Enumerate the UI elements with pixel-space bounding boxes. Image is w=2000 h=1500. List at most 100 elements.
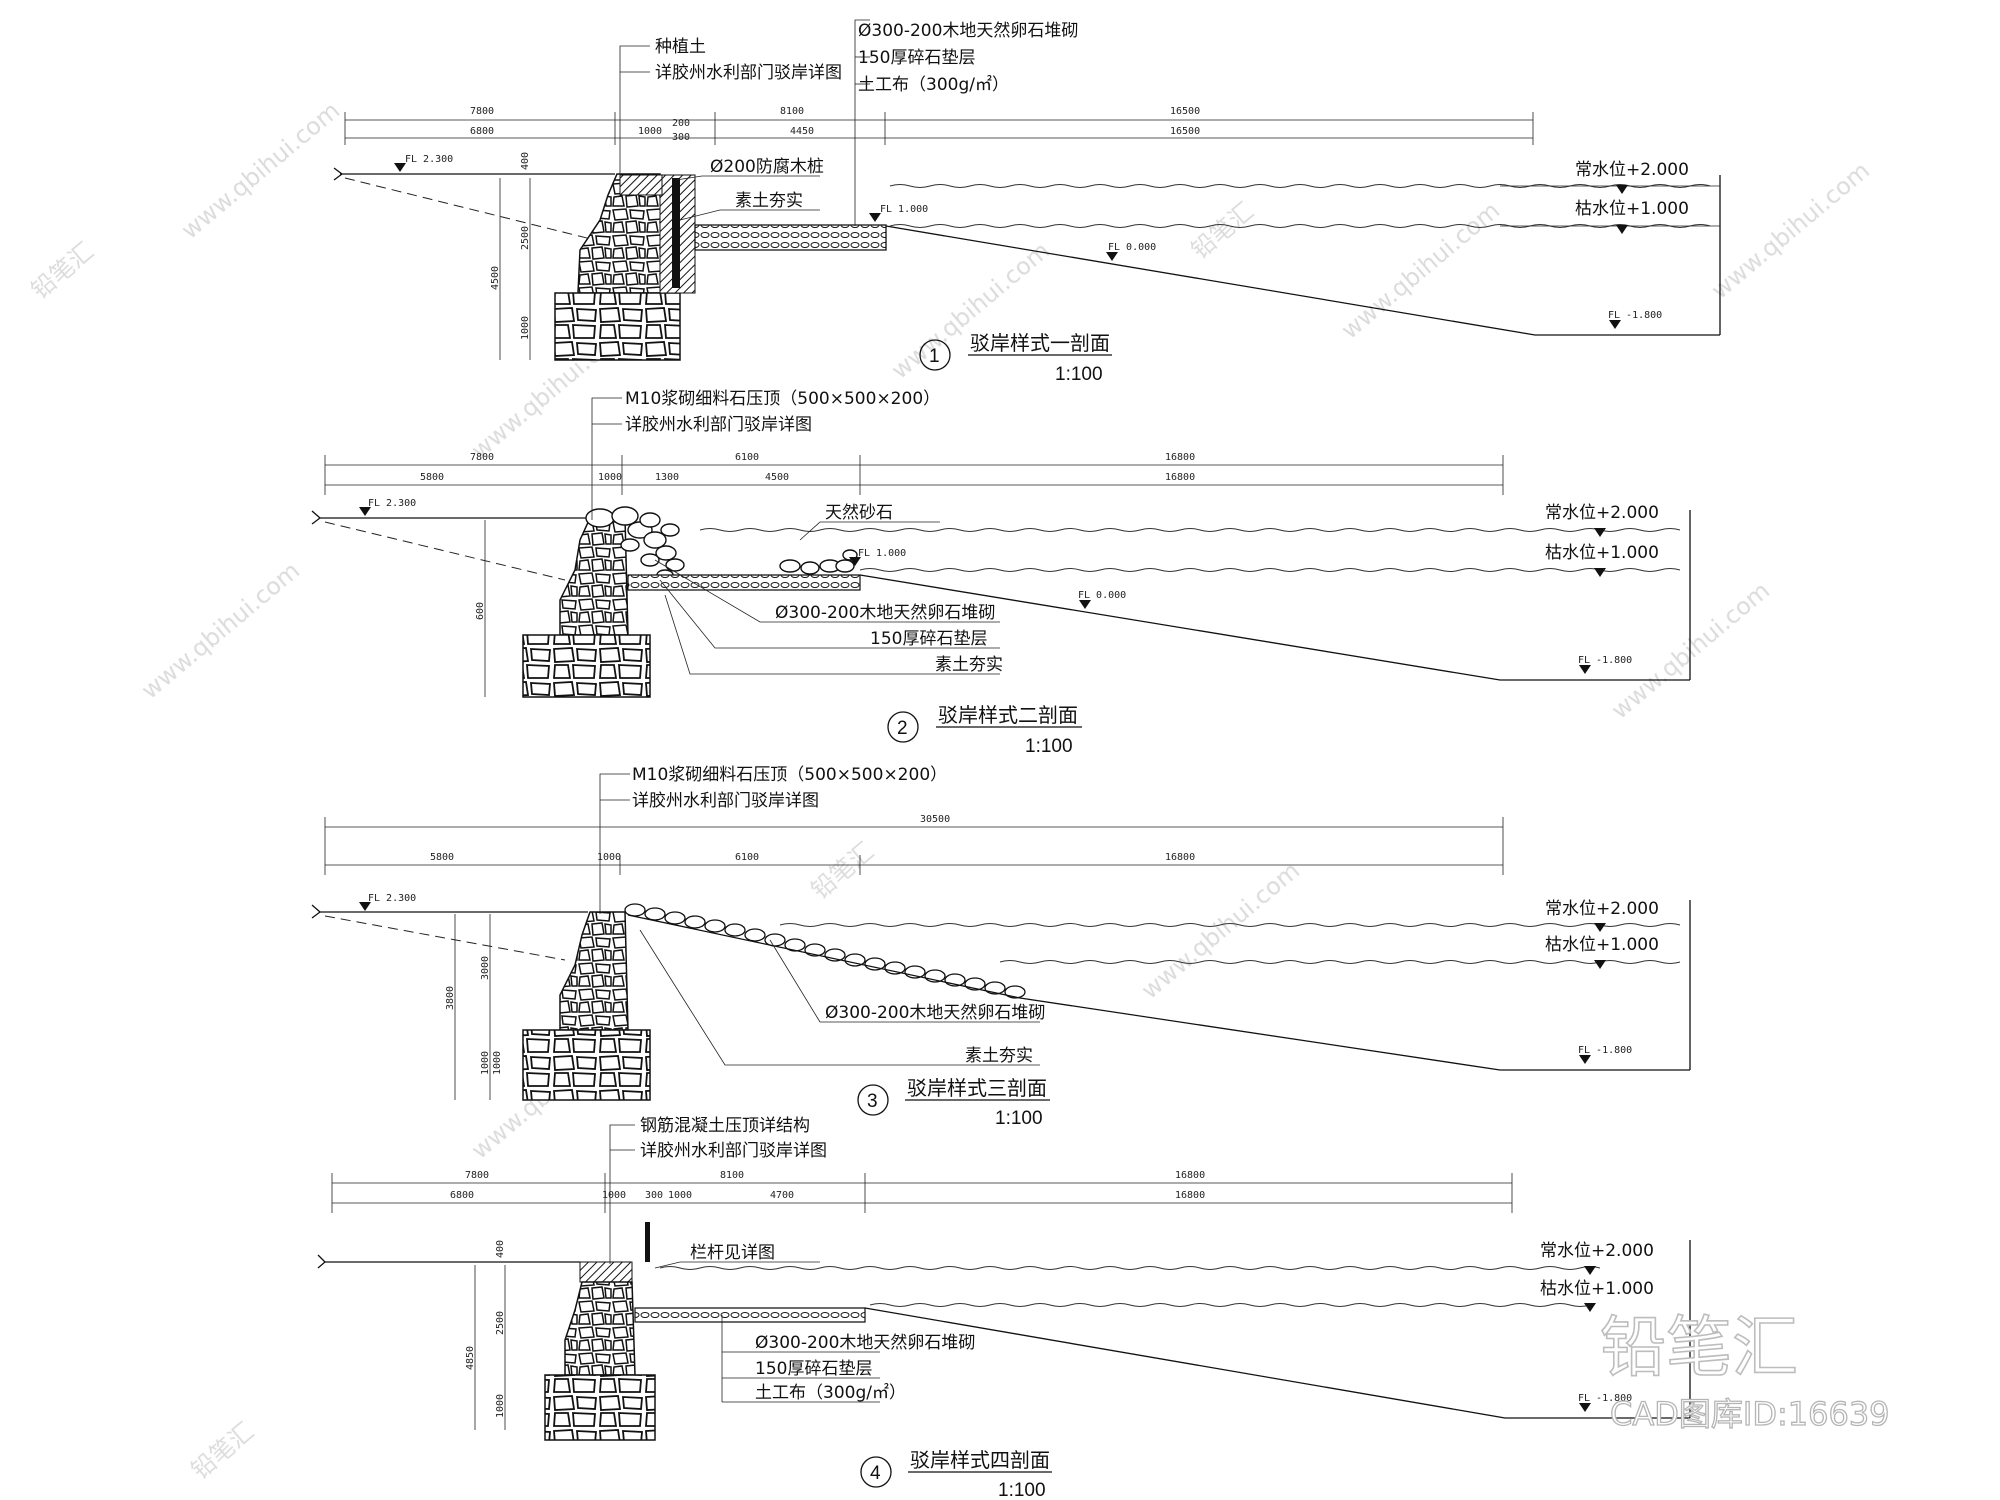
water-level-normal: 常水位+2.000 — [1540, 1241, 1654, 1261]
leader-text: Ø300-200木地天然卵石堆砌 — [775, 603, 995, 623]
leader-text: 钢筋混凝土压顶详结构 — [640, 1116, 810, 1136]
watermark-url: www.qbihui.com — [176, 96, 345, 244]
dim-text: 6800 — [470, 126, 494, 137]
elevation-label: FL 0.000 — [1078, 590, 1126, 601]
section-number: 3 — [867, 1091, 878, 1112]
elevation-label: FL 2.300 — [368, 498, 416, 509]
elevation-label: FL 2.300 — [405, 154, 453, 165]
leader-text: 详胶州水利部门驳岸详图 — [625, 415, 812, 435]
leader-text: 素土夯实 — [965, 1046, 1033, 1066]
brand-watermark: 铅笔汇 CAD图库ID:16639 — [1599, 1308, 1890, 1433]
leader-text: 种植土 — [655, 37, 706, 57]
dim-text: 8100 — [780, 106, 804, 117]
dim-text: 4500 — [490, 266, 501, 290]
dim-text: 1300 — [655, 472, 679, 483]
leader-text: 详胶州水利部门驳岸详图 — [632, 791, 819, 811]
dim-text: 300 — [645, 1190, 663, 1201]
dim-text: 1000 — [602, 1190, 626, 1201]
section-title: 驳岸样式二剖面 — [938, 703, 1078, 727]
water-level-low: 枯水位+1.000 — [1575, 199, 1689, 219]
watermark-url: www.qbihui.com — [136, 556, 305, 704]
water-level-normal: 常水位+2.000 — [1545, 503, 1659, 523]
section-scale: 1:100 — [1055, 364, 1103, 385]
dim-text: 16800 — [1165, 852, 1195, 863]
dim-text: 7800 — [465, 1170, 489, 1181]
section-2: 7800 6100 16800 5800 1000 1300 4500 1680… — [311, 389, 1691, 757]
leader-text: M10浆砌细料石压顶（500×500×200） — [632, 765, 947, 785]
section-title: 驳岸样式四剖面 — [910, 1448, 1050, 1472]
elevation-label: FL -1.800 — [1578, 1045, 1632, 1056]
elevation-label: FL 1.000 — [858, 548, 906, 559]
dim-text: 3000 — [480, 956, 491, 980]
section-4: 7800 8100 16800 6800 1000 300 1000 4700 … — [317, 1116, 1691, 1500]
watermark-layer: 铅笔汇 www.qbihui.com www.qbihui.com www.qb… — [26, 96, 1875, 1484]
water-level-low: 枯水位+1.000 — [1540, 1279, 1654, 1299]
leader-text: M10浆砌细料石压顶（500×500×200） — [625, 389, 940, 409]
watermark-url: www.qbihui.com — [1706, 156, 1875, 304]
cad-id-text: CAD图库ID:16639 — [1610, 1395, 1890, 1433]
dim-text: 6100 — [735, 452, 759, 463]
dim-text: 16800 — [1165, 452, 1195, 463]
dim-text: 8100 — [720, 1170, 744, 1181]
dim-text: 2500 — [495, 1311, 506, 1335]
section-scale: 1:100 — [998, 1480, 1046, 1500]
watermark-url: www.qbihui.com — [886, 236, 1055, 384]
watermark-text: 铅笔汇 — [806, 837, 879, 905]
leader-text: Ø300-200木地天然卵石堆砌 — [858, 21, 1078, 41]
section-3: 30500 5800 1000 6100 16800 3800 3000 100… — [311, 765, 1691, 1129]
dim-text: 30500 — [920, 814, 950, 825]
elevation-label: FL 0.000 — [1108, 242, 1156, 253]
section-title: 驳岸样式三剖面 — [907, 1076, 1047, 1100]
dim-text: 1000 — [480, 1051, 491, 1075]
dim-text: 16500 — [1170, 106, 1200, 117]
dim-text: 4850 — [465, 1346, 476, 1370]
dim-text: 16800 — [1175, 1170, 1205, 1181]
section-number: 4 — [870, 1463, 881, 1484]
dim-text: 16800 — [1175, 1190, 1205, 1201]
dim-text: 3800 — [445, 986, 456, 1010]
dim-text: 1000 — [495, 1394, 506, 1418]
dim-text: 1000 — [638, 126, 662, 137]
watermark-url: www.qbihui.com — [1136, 856, 1305, 1004]
watermark-url: www.qbihui.com — [1336, 196, 1505, 344]
dim-text: 7800 — [470, 452, 494, 463]
elevation-label: FL 1.000 — [880, 204, 928, 215]
callout-text: 素土夯实 — [735, 191, 803, 211]
leader-text: 素土夯实 — [935, 655, 1003, 675]
dim-text: 1000 — [492, 1051, 503, 1075]
section-number: 1 — [929, 346, 940, 367]
dim-text: 1000 — [598, 472, 622, 483]
dim-text: 4500 — [765, 472, 789, 483]
leader-text: 150厚碎石垫层 — [858, 48, 975, 68]
callout-text: 天然砂石 — [825, 503, 893, 523]
water-level-normal: 常水位+2.000 — [1575, 160, 1689, 180]
dim-text: 16500 — [1170, 126, 1200, 137]
dim-text: 16800 — [1165, 472, 1195, 483]
dim-text: 400 — [520, 152, 531, 170]
dim-text: 2500 — [520, 226, 531, 250]
watermark-text: 铅笔汇 — [26, 237, 99, 305]
section-1: 7800 8100 16500 6800 1000 4450 16500 200… — [333, 19, 1721, 385]
leader-text: 详胶州水利部门驳岸详图 — [640, 1141, 827, 1161]
elevation-label: FL 2.300 — [368, 893, 416, 904]
section-title: 驳岸样式一剖面 — [970, 331, 1110, 355]
dim-text: 5800 — [420, 472, 444, 483]
dim-text: 6800 — [450, 1190, 474, 1201]
leader-text: 土工布（300g/㎡） — [858, 75, 1009, 95]
dim-text: 4450 — [790, 126, 814, 137]
brand-logo-text: 铅笔汇 — [1600, 1309, 1798, 1386]
watermark-text: 铅笔汇 — [1186, 197, 1259, 265]
dim-text: 400 — [495, 1240, 506, 1258]
leader-text: 150厚碎石垫层 — [870, 629, 987, 649]
leader-text: 150厚碎石垫层 — [755, 1359, 872, 1379]
section-scale: 1:100 — [1025, 736, 1073, 757]
dim-text: 7800 — [470, 106, 494, 117]
leader-text: Ø300-200木地天然卵石堆砌 — [755, 1333, 975, 1353]
section-scale: 1:100 — [995, 1108, 1043, 1129]
leader-text: 土工布（300g/㎡） — [755, 1383, 906, 1403]
dim-text: 1000 — [520, 316, 531, 340]
water-level-normal: 常水位+2.000 — [1545, 899, 1659, 919]
dim-text: 600 — [475, 602, 486, 620]
dim-text: 1000 — [597, 852, 621, 863]
